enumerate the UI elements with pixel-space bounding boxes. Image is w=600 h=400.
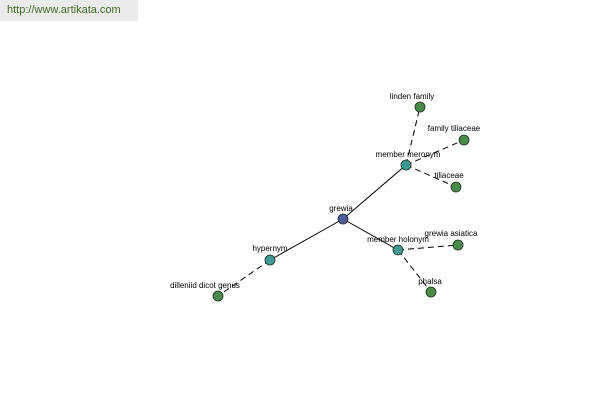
node-grewia-asiatica[interactable]: grewia asiatica [425,229,478,251]
node-dilleniid-dicot-genus[interactable]: dilleniid dicot genus [170,281,240,302]
node-hypernym[interactable]: hypernym [252,244,288,266]
edge-grewia-to-member-holonym [342,218,399,251]
node-marker-grewia-asiatica[interactable] [452,239,464,251]
node-grewia[interactable]: grewia [329,204,353,225]
edge-hypernym-to-dilleniid-dicot-genus [217,259,271,297]
node-marker-grewia[interactable] [337,213,349,225]
node-marker-dilleniid-dicot-genus[interactable] [212,290,224,302]
node-marker-family-tiliaceae[interactable] [458,134,470,146]
edge-member-meronym-to-family-tiliaceae [405,139,465,166]
node-marker-member-meronym[interactable] [400,159,412,171]
node-family-tiliaceae[interactable]: family tiliaceae [428,124,481,146]
edge-member-holonym-to-grewia-asiatica [397,244,459,251]
node-label-member-meronym: member meronym [376,150,441,159]
node-label-grewia-asiatica: grewia asiatica [425,229,478,238]
node-label-family-tiliaceae: family tiliaceae [428,124,481,133]
edge-grewia-to-hypernym [269,218,344,261]
node-marker-linden-family[interactable] [414,101,426,113]
edge-grewia-to-member-meronym [342,164,407,220]
edge-member-holonym-to-phalsa [397,249,432,293]
node-linden-family[interactable]: linden family [390,92,434,113]
watermark-url[interactable]: http://www.artikata.com [0,0,138,21]
node-member-holonym[interactable]: member holonym [367,235,429,256]
node-marker-phalsa[interactable] [425,286,437,298]
node-phalsa[interactable]: phalsa [418,277,442,298]
node-label-phalsa: phalsa [418,277,442,286]
node-label-dilleniid-dicot-genus: dilleniid dicot genus [170,281,240,290]
node-label-member-holonym: member holonym [367,235,429,244]
edges-layer [217,106,465,297]
node-label-grewia: grewia [329,204,353,213]
nodes-layer: grewia member meronym member holonym hypern… [170,92,481,302]
node-label-hypernym: hypernym [252,244,287,253]
node-marker-member-holonym[interactable] [392,244,404,256]
node-label-tiliaceae: tiliaceae [434,171,464,180]
node-label-linden-family: linden family [390,92,434,101]
edge-member-meronym-to-tiliaceae [405,164,457,188]
node-marker-hypernym[interactable] [264,254,276,266]
node-tiliaceae[interactable]: tiliaceae [434,171,464,193]
node-marker-tiliaceae[interactable] [450,181,462,193]
node-member-meronym[interactable]: member meronym [376,150,441,171]
